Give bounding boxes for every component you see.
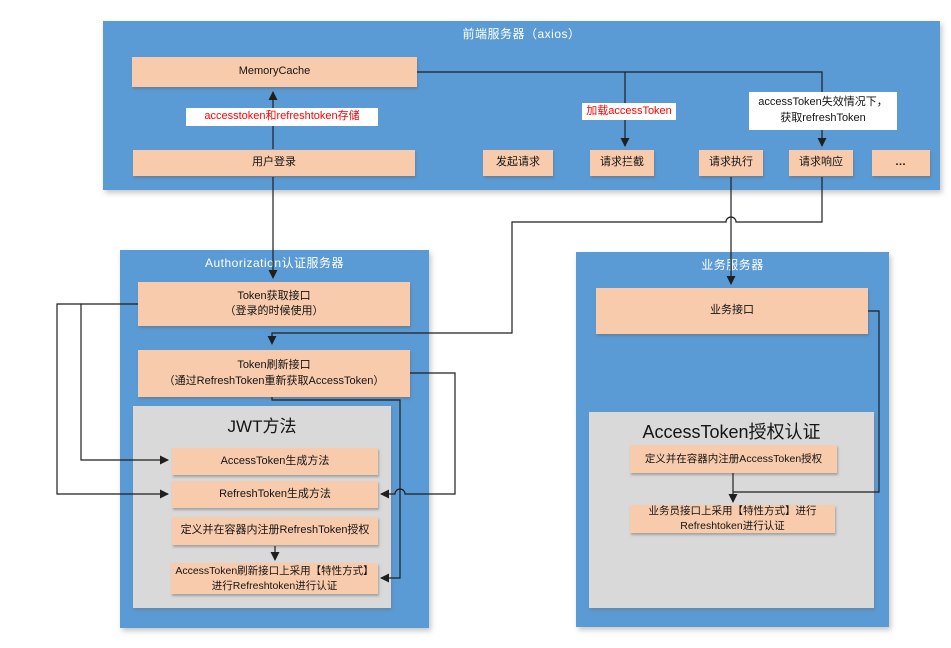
- business-server-title: 业务服务器: [701, 258, 764, 272]
- token-get-line2: （登录的时候使用）: [224, 305, 324, 317]
- execute-request-box: 请求执行: [699, 150, 763, 176]
- token-refresh-line1: Token刷新接口: [237, 359, 311, 372]
- jwt-refreshtoken-gen-box: RefreshToken生成方法: [172, 481, 378, 508]
- load-token-label: 加载accessToken: [582, 103, 676, 120]
- jwt-refresh-attr-box: AccessToken刷新接口上采用【特性方式】进行Refreshtoken进行…: [171, 563, 378, 594]
- user-login-label: 用户登录: [252, 156, 296, 169]
- token-expired-label: accessToken失效情况下， 获取refreshToken: [749, 92, 897, 130]
- accesstoken-auth-title: AccessToken授权认证: [642, 422, 821, 442]
- send-request-box: 发起请求: [483, 150, 553, 176]
- store-token-label: accesstoken和refreshtoken存储: [186, 108, 378, 126]
- business-api-label: 业务接口: [710, 304, 754, 317]
- ellipsis-box: …: [872, 150, 930, 176]
- load-token-text: 加载accessToken: [586, 104, 672, 117]
- respond-request-box: 请求响应: [789, 150, 853, 176]
- memorycache-box: MemoryCache: [132, 57, 417, 87]
- jwt-register-refreshtoken-box: 定义并在容器内注册RefreshToken授权: [172, 517, 378, 545]
- token-expired-line2: 获取refreshToken: [780, 112, 866, 124]
- jwt-accesstoken-gen-box: AccessToken生成方法: [172, 448, 378, 475]
- business-attr-auth-label: 业务员接口上采用【特性方式】进行Refreshtoken进行认证: [648, 505, 817, 532]
- execute-request-label: 请求执行: [709, 156, 753, 169]
- store-token-text: accesstoken和refreshtoken存储: [204, 110, 360, 123]
- send-request-label: 发起请求: [496, 156, 540, 169]
- token-get-box: Token获取接口 （登录的时候使用）: [138, 282, 410, 326]
- jwt-accesstoken-gen-label: AccessToken生成方法: [220, 454, 330, 467]
- intercept-request-label: 请求拦截: [600, 156, 644, 169]
- register-accesstoken-label: 定义并在容器内注册AccessToken授权: [644, 452, 823, 465]
- respond-request-label: 请求响应: [799, 156, 843, 169]
- token-refresh-line2: （通过RefreshToken重新获取AccessToken）: [163, 374, 385, 387]
- memorycache-label: MemoryCache: [238, 65, 311, 78]
- auth-server-title: Authorization认证服务器: [204, 256, 345, 270]
- token-get-line1: Token获取接口: [237, 289, 311, 302]
- frontend-server-title: 前端服务器（axios）: [462, 27, 581, 41]
- register-accesstoken-box: 定义并在容器内注册AccessToken授权: [630, 445, 837, 473]
- jwt-register-refreshtoken-label: 定义并在容器内注册RefreshToken授权: [180, 524, 370, 537]
- ellipsis-label: …: [895, 156, 907, 169]
- jwt-refresh-attr-label: AccessToken刷新接口上采用【特性方式】进行Refreshtoken进行…: [175, 564, 374, 592]
- intercept-request-box: 请求拦截: [590, 150, 654, 176]
- business-api-box: 业务接口: [596, 288, 868, 334]
- business-attr-auth-box: 业务员接口上采用【特性方式】进行Refreshtoken进行认证: [630, 505, 835, 533]
- jwt-refreshtoken-gen-label: RefreshToken生成方法: [219, 487, 331, 500]
- jwt-panel-title: JWT方法: [227, 417, 297, 436]
- token-expired-line1: accessToken失效情况下，: [758, 96, 888, 109]
- token-refresh-box: Token刷新接口 （通过RefreshToken重新获取AccessToken…: [138, 350, 410, 397]
- user-login-box: 用户登录: [133, 150, 415, 176]
